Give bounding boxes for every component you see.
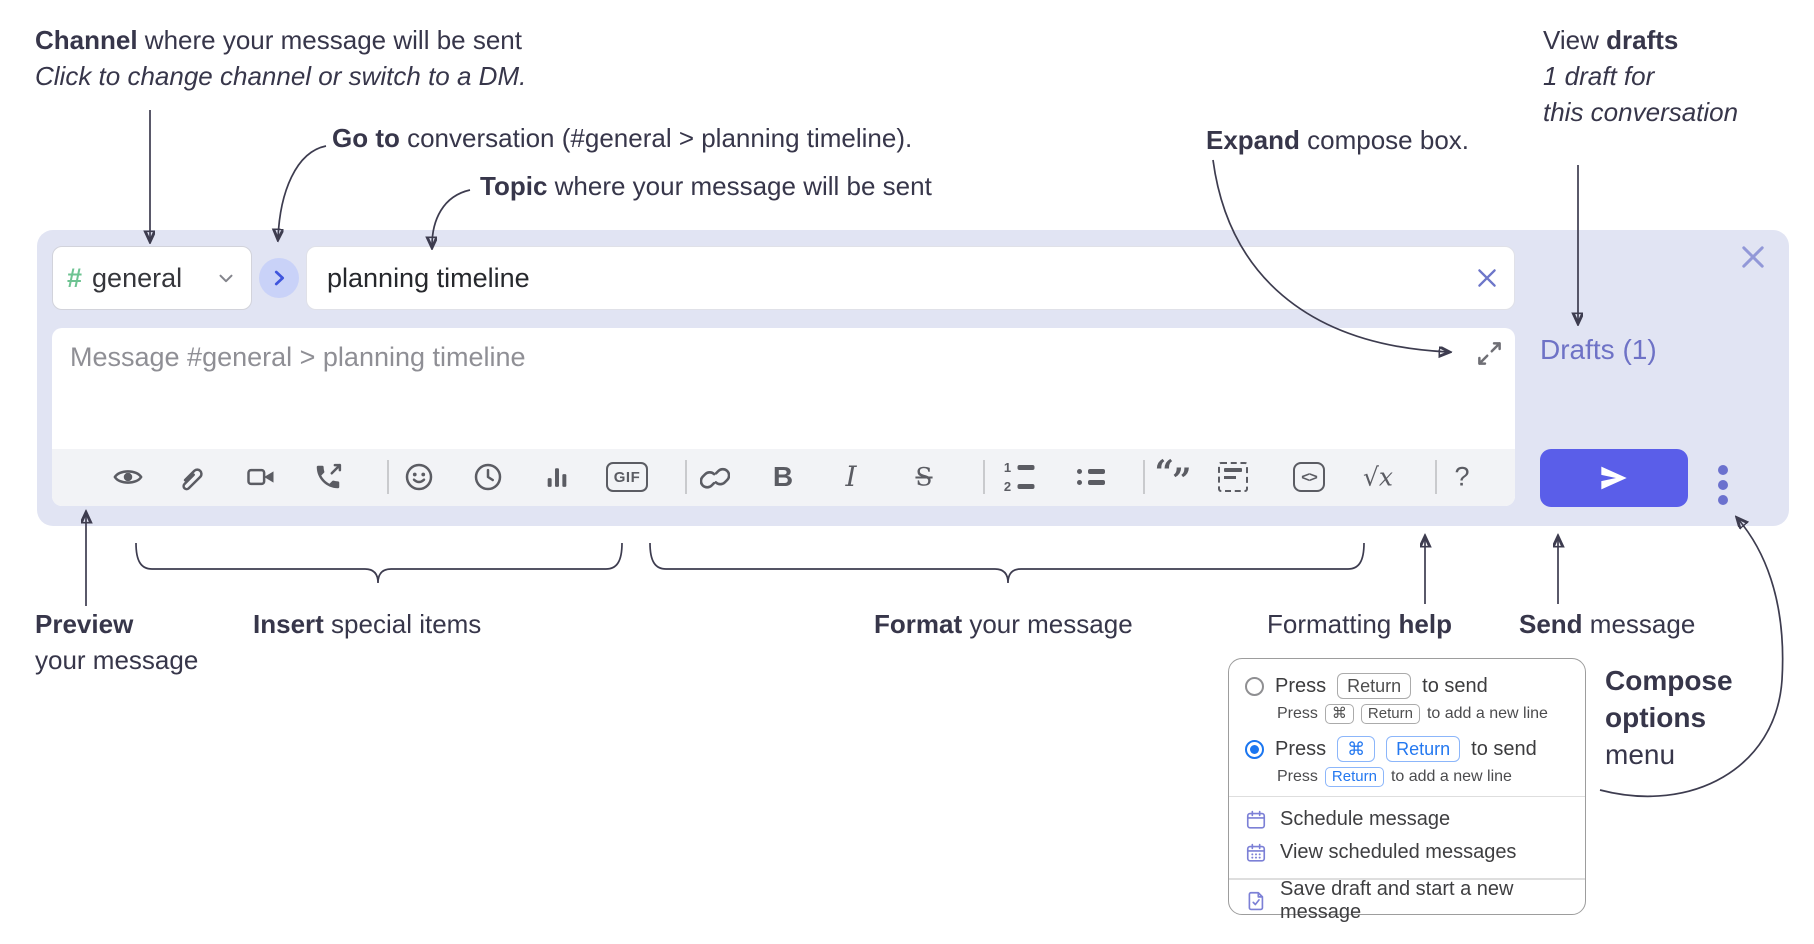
preview-annotation: Preview your message [35, 609, 199, 675]
video-call-icon[interactable] [245, 462, 277, 492]
send-button[interactable] [1540, 449, 1688, 507]
toolbar-divider [387, 460, 389, 494]
compose-options-annotation: Compose options menu [1605, 665, 1733, 770]
clear-topic-icon[interactable] [1474, 265, 1500, 291]
poll-icon[interactable] [543, 463, 571, 491]
gif-icon[interactable]: GIF [606, 462, 648, 492]
schedule-message-item[interactable]: Schedule message [1229, 803, 1585, 836]
toolbar-divider [685, 460, 687, 494]
send-option-return[interactable]: Press Return to send [1229, 673, 1585, 699]
kbd-return: Return [1360, 704, 1420, 724]
attach-paperclip-icon[interactable] [175, 462, 205, 492]
format-brace [649, 542, 1365, 584]
expand-compose-icon[interactable] [1476, 340, 1503, 367]
message-area[interactable]: Message #general > planning timeline [52, 328, 1515, 506]
radio-unchecked-icon[interactable] [1245, 676, 1264, 696]
menu-divider [1229, 878, 1585, 880]
toolbar-divider [983, 460, 985, 494]
send-option-cmd-return[interactable]: Press ⌘ Return to send [1229, 736, 1585, 762]
ellipsis-dot [1718, 465, 1728, 475]
close-compose-icon[interactable] [1736, 240, 1770, 274]
strikethrough-icon[interactable]: S [915, 462, 933, 492]
chevron-down-icon [215, 267, 237, 289]
menu-divider [1229, 796, 1585, 798]
radio-checked-icon[interactable] [1245, 739, 1264, 759]
topic-input[interactable] [307, 262, 1474, 294]
draft-check-icon [1245, 890, 1267, 912]
channel-annotation-bold: Channel [35, 25, 138, 55]
bulleted-list-icon[interactable] [1077, 469, 1105, 485]
kbd-return: Return [1386, 736, 1461, 762]
save-draft-item[interactable]: Save draft and start a new message [1229, 878, 1585, 923]
kbd-cmd: ⌘ [1324, 704, 1354, 724]
kbd-return: Return [1324, 767, 1384, 787]
ellipsis-dot [1718, 480, 1728, 490]
send-option-cmd-return-sub: Press Return to add a new line [1277, 767, 1512, 787]
math-icon[interactable]: √x [1362, 462, 1394, 492]
channel-name: general [92, 262, 183, 293]
drafts-annotation: View drafts 1 draft for this conversatio… [1543, 25, 1739, 127]
goto-conversation-button[interactable] [259, 258, 299, 298]
compose-box: # general Message #general > planning ti… [37, 230, 1789, 526]
preview-eye-icon[interactable] [113, 462, 143, 492]
kbd-cmd: ⌘ [1337, 736, 1376, 762]
voice-call-icon[interactable] [313, 462, 343, 492]
quote-icon[interactable]: “” [1154, 453, 1191, 501]
compose-options-button[interactable] [1714, 461, 1732, 509]
channel-annotation-rest: where your message will be sent [137, 25, 522, 55]
kbd-return: Return [1337, 673, 1412, 699]
insert-brace [135, 542, 623, 584]
toolbar-divider [1435, 460, 1437, 494]
send-plane-icon [1601, 466, 1627, 490]
spoiler-icon[interactable] [1218, 462, 1248, 492]
channel-hash-icon: # [67, 262, 83, 293]
goto-annotation: Go to conversation (#general > planning … [332, 123, 913, 153]
bold-icon[interactable]: B [772, 461, 794, 492]
message-placeholder: Message #general > planning timeline [70, 342, 526, 372]
channel-annotation-sub: Click to change channel or switch to a D… [35, 61, 527, 91]
calendar-icon [1245, 809, 1267, 831]
topic-annotation: Topic where your message will be sent [480, 171, 932, 201]
drafts-link[interactable]: Drafts (1) [1540, 334, 1657, 365]
chevron-right-icon [274, 270, 285, 286]
toolbar-divider [1143, 460, 1145, 494]
formatting-help-icon[interactable]: ? [1454, 461, 1470, 492]
send-option-return-sub: Press ⌘ Return to add a new line [1277, 704, 1548, 724]
topic-field [306, 246, 1515, 310]
goto-arrow [278, 145, 327, 238]
link-icon[interactable] [700, 462, 730, 492]
view-scheduled-messages-item[interactable]: View scheduled messages [1229, 836, 1585, 869]
send-annotation: Send message [1519, 609, 1696, 639]
ellipsis-dot [1718, 495, 1728, 505]
formatting-help-annotation: Formatting help [1267, 609, 1452, 639]
insert-annotation: Insert special items [253, 609, 482, 639]
compose-options-menu: Press Return to send Press ⌘ Return to a… [1228, 658, 1586, 923]
code-icon[interactable]: <> [1293, 462, 1325, 492]
channel-annotation: Channel where your message will be sent … [35, 22, 526, 94]
italic-icon[interactable]: I [845, 460, 857, 493]
calendar-days-icon [1245, 842, 1267, 864]
global-time-icon[interactable] [473, 462, 503, 492]
channel-selector[interactable]: # general [52, 246, 252, 310]
expand-annotation: Expand compose box. [1206, 125, 1470, 155]
emoji-icon[interactable] [404, 462, 434, 492]
format-annotation: Format your message [874, 609, 1133, 639]
